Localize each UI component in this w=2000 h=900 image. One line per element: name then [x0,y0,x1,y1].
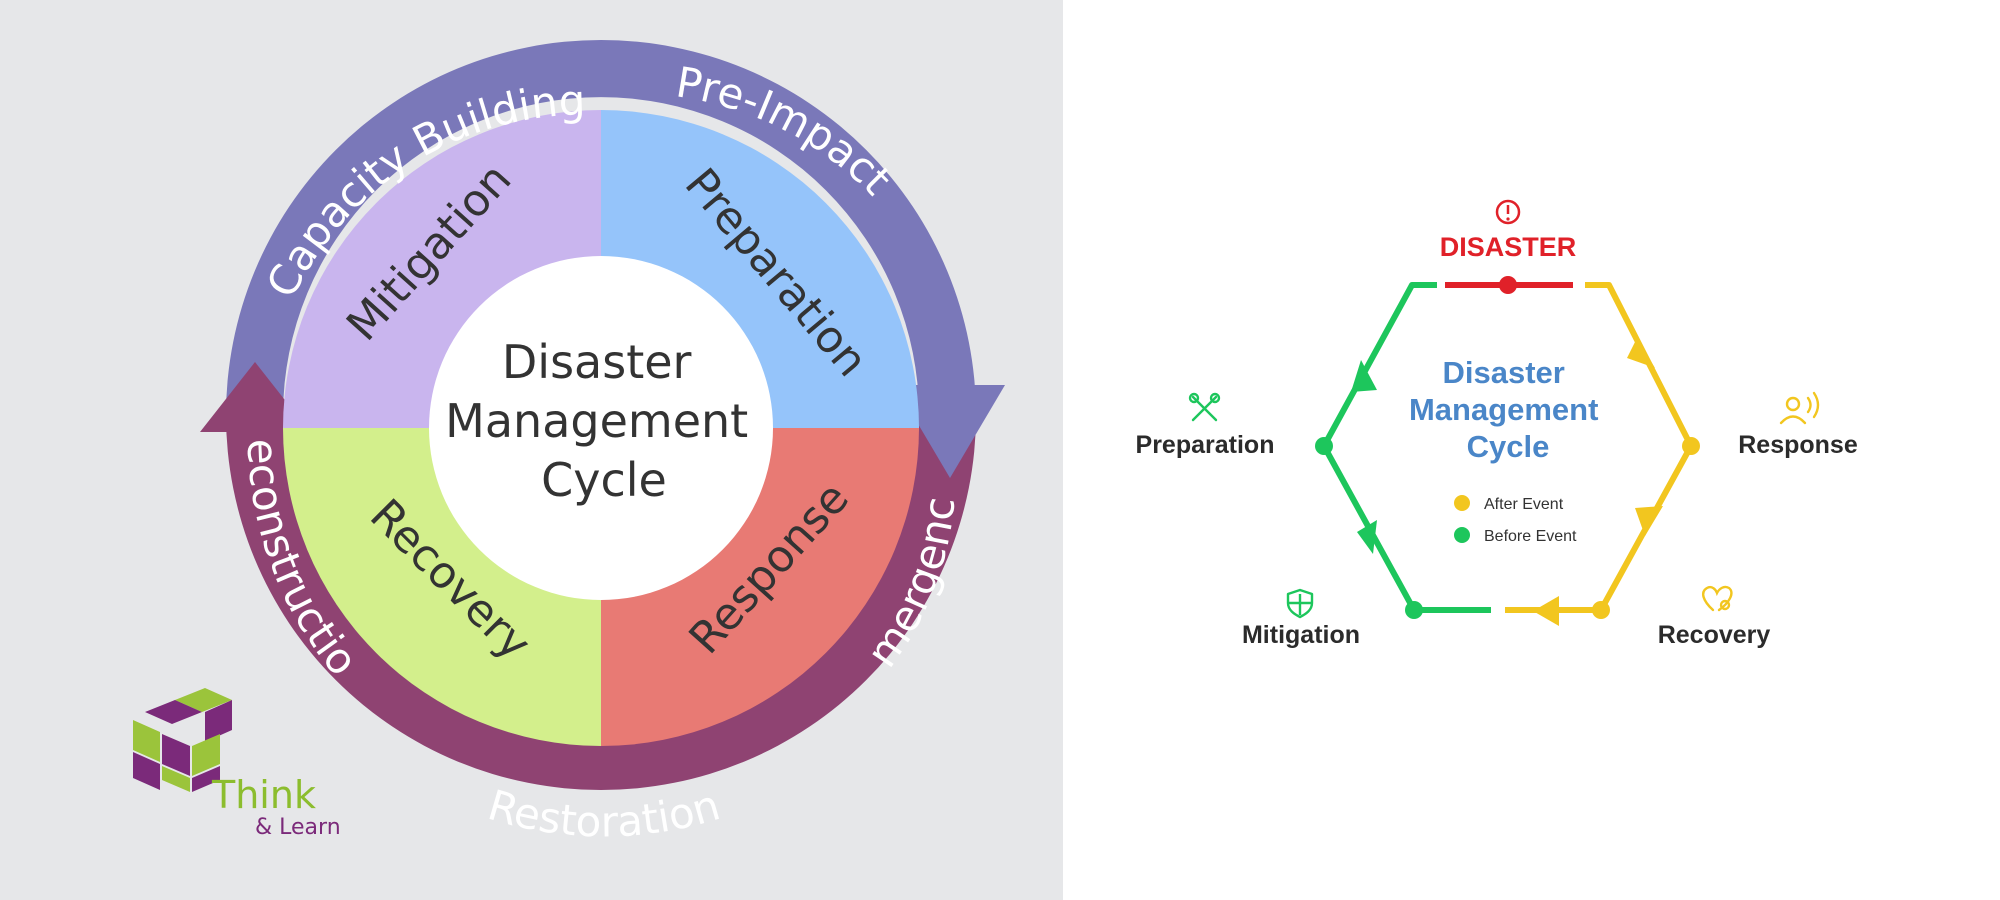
vertex-response [1682,437,1700,455]
legend: After Event Before Event [1454,495,1577,545]
heart-hand-icon [1702,585,1733,612]
stage-label-preparation: Preparation [1136,431,1275,459]
svg-text:Disaster Management Cy: Disaster Management Cycle [1409,355,1607,464]
think-learn-logo: Think & Learn [133,688,341,840]
arrow-after-1 [1627,338,1655,368]
arrow-before-2 [1351,360,1377,392]
ring-top-band [226,40,976,415]
center-title-line-1: Disaster [502,335,692,389]
stage-label-mitigation: Mitigation [1242,621,1360,649]
cube-logo-icon [133,688,232,792]
vertex-disaster [1499,276,1517,294]
circular-cycle-panel: Disaster Management Cycle Mitigation Pre… [0,0,1063,900]
vertex-recovery [1592,601,1610,619]
logo-learn-text: & Learn [255,815,341,840]
stage-label-response: Response [1738,431,1858,459]
legend-after-swatch [1454,495,1470,511]
logo-think-text: Think [211,773,316,817]
person-broadcast-icon [1779,391,1820,425]
ring-arrow-right [895,385,1005,478]
hexagon-cycle-diagram: DISASTER Disaster Management Cycle After… [1136,199,1858,649]
shield-icon [1286,588,1314,619]
hex-title-line-2: Management [1409,392,1598,427]
ring-arrow-left [200,362,310,432]
arrow-after-2 [1635,506,1663,536]
hex-title-line-1: Disaster [1443,355,1565,390]
center-circle [429,256,773,600]
stage-label-recovery: Recovery [1658,621,1771,649]
hex-title-line-3: Cycle [1467,429,1550,464]
ring-label-restoration: Restoration [483,780,726,846]
alert-circle-icon [1495,199,1521,225]
arrow-before-1 [1357,520,1377,554]
arrow-after-3 [1533,596,1559,626]
center-title-line-3: Cycle [541,453,667,507]
legend-before-label: Before Event [1484,528,1577,545]
svg-text:Disaster Management Cy: Disaster Management Cycle [445,335,763,507]
tools-icon [1188,392,1221,422]
vertex-preparation [1315,437,1333,455]
circular-cycle-diagram: Disaster Management Cycle Mitigation Pre… [0,0,1005,847]
hexagon-cycle-panel: DISASTER Disaster Management Cycle After… [1063,0,2000,900]
disaster-label: DISASTER [1440,232,1577,262]
ring-bottom-band [226,415,976,790]
legend-after-label: After Event [1484,496,1564,513]
center-title-line-2: Management [445,394,748,448]
legend-before-swatch [1454,527,1470,543]
vertex-mitigation [1405,601,1423,619]
